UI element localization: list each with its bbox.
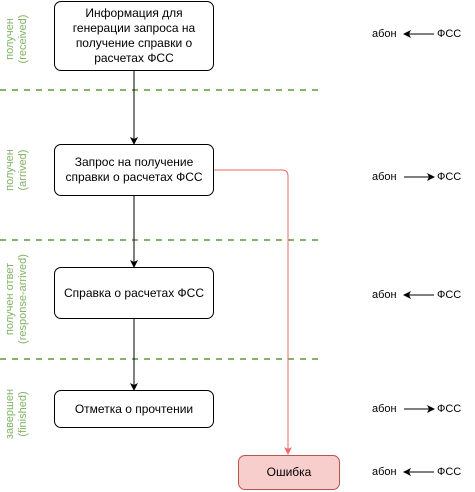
step-label: Информация для генерации запроса на полу… bbox=[72, 6, 196, 65]
stage-status: получен ответ bbox=[4, 262, 16, 336]
error-box[interactable]: Ошибка bbox=[238, 455, 340, 490]
direction-left-label: абон bbox=[372, 466, 397, 478]
direction-right-label: ФСС bbox=[437, 403, 462, 415]
step-label: Справка о расчетах ФСС bbox=[64, 285, 204, 300]
stage-status: получен bbox=[4, 149, 16, 191]
stage-code: (finished) bbox=[17, 391, 29, 437]
stage-code: (arrived) bbox=[17, 149, 29, 191]
direction-left-label: абон bbox=[372, 289, 397, 301]
direction-left-label: абон bbox=[372, 403, 397, 415]
step-request[interactable]: Запрос на получение справки о расчетах Ф… bbox=[54, 144, 214, 196]
direction-left-label: абон bbox=[372, 171, 397, 183]
stage-label-arrived: получен (arrived) bbox=[3, 130, 31, 210]
step-read-receipt[interactable]: Отметка о прочтении bbox=[54, 390, 214, 428]
stage-label-received: получен (received) bbox=[3, 0, 31, 79]
step-certificate[interactable]: Справка о расчетах ФСС bbox=[54, 267, 214, 319]
stage-code: (response-arrived) bbox=[17, 254, 29, 344]
direction-left-label: абон bbox=[372, 28, 397, 40]
stage-label-finished: завершен (finished) bbox=[3, 374, 31, 454]
direction-right-label: ФСС bbox=[437, 466, 462, 478]
direction-right-label: ФСС bbox=[437, 171, 462, 183]
direction-right-label: ФСС bbox=[437, 28, 462, 40]
stage-status: завершен bbox=[4, 388, 16, 440]
stage-label-response-arrived: получен ответ (response-arrived) bbox=[3, 239, 31, 359]
error-label: Ошибка bbox=[266, 465, 312, 479]
step-label: Запрос на получение справки о расчетах Ф… bbox=[65, 155, 203, 184]
error-edge bbox=[214, 169, 292, 455]
step-request-info[interactable]: Информация для генерации запроса на полу… bbox=[54, 1, 214, 71]
stage-status: получен bbox=[4, 18, 16, 60]
direction-right-label: ФСС bbox=[437, 289, 462, 301]
step-label: Отметка о прочтении bbox=[74, 401, 194, 416]
stage-code: (received) bbox=[17, 14, 29, 64]
